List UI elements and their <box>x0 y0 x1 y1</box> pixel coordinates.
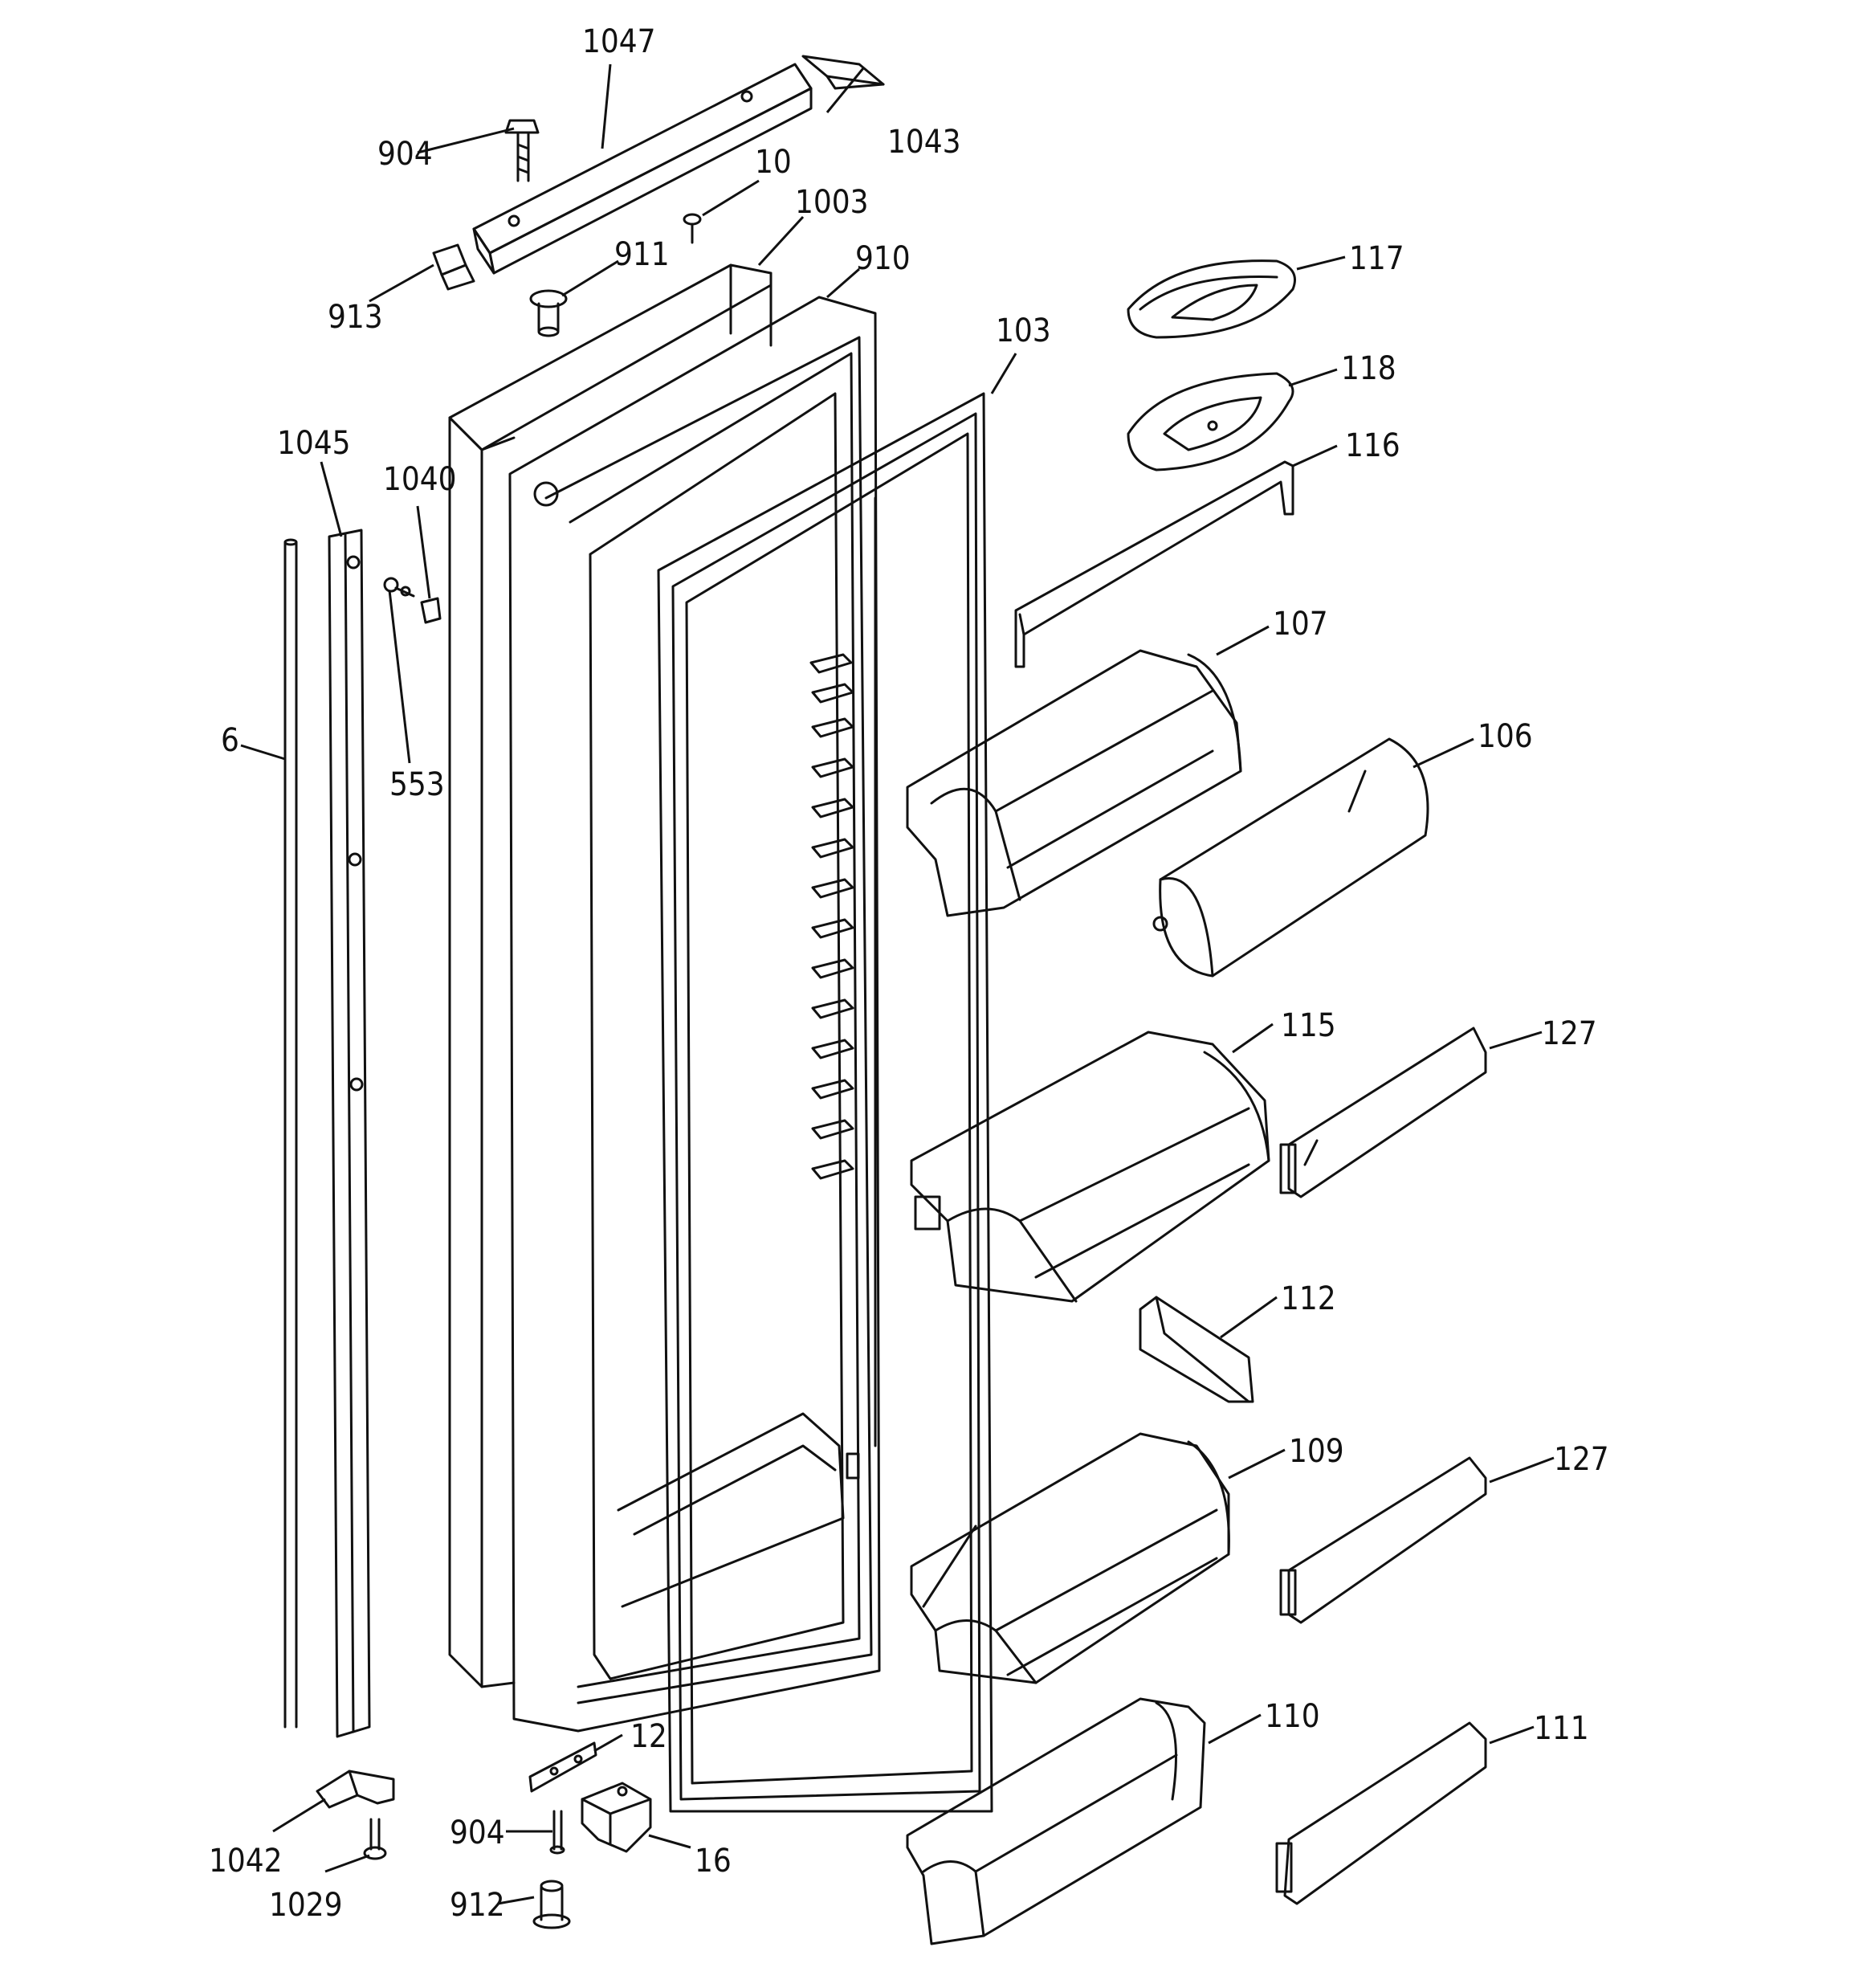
part-110-door-bin <box>906 1697 1206 1945</box>
callout-6: 6 <box>221 722 239 759</box>
part-107-door-bin <box>906 649 1242 917</box>
callout-127: 127 <box>1542 1015 1597 1052</box>
part-127-bin-front-lower <box>1279 1456 1487 1624</box>
part-904-screw-lower <box>549 1810 565 1855</box>
part-117-cover <box>1127 259 1296 339</box>
part-111-bin-front <box>1275 1721 1487 1905</box>
part-904-bolt-top <box>504 119 540 182</box>
callout-1045: 1045 <box>277 425 351 462</box>
callout-112: 112 <box>1281 1280 1336 1317</box>
part-116-rail <box>1014 460 1294 668</box>
callout-118: 118 <box>1341 350 1396 387</box>
part-1045-channel <box>328 529 371 1738</box>
callout-110: 110 <box>1265 1698 1320 1735</box>
part-1043-bracket <box>801 55 885 90</box>
callout-109: 109 <box>1289 1433 1344 1470</box>
callout-1042: 1042 <box>209 1843 283 1880</box>
part-109-door-bin <box>910 1432 1230 1684</box>
callout-912: 912 <box>450 1887 505 1924</box>
callout-1040: 1040 <box>383 461 457 498</box>
callout-117: 117 <box>1349 240 1404 277</box>
callout-1029: 1029 <box>269 1887 343 1924</box>
liner-shelf-supports <box>809 653 854 1180</box>
callout-904: 904 <box>450 1815 505 1851</box>
callout-127: 127 <box>1554 1441 1609 1478</box>
part-112-clip <box>1139 1296 1254 1403</box>
part-913-clip <box>432 243 475 291</box>
callout-111: 111 <box>1534 1710 1589 1747</box>
part-910-door-liner <box>508 296 881 1733</box>
part-127-bin-front-upper <box>1279 1027 1487 1198</box>
callout-10: 10 <box>755 144 792 181</box>
part-1047-hinge-cover <box>472 63 813 275</box>
part-103-door-gasket <box>657 392 993 1813</box>
callout-115: 115 <box>1281 1007 1336 1044</box>
part-10-screw <box>683 213 702 244</box>
callout-106: 106 <box>1478 718 1533 755</box>
callout-904: 904 <box>377 136 433 173</box>
part-6-rod <box>283 538 298 1729</box>
callout-1047: 1047 <box>582 23 656 60</box>
part-16-lower-hinge <box>581 1782 652 1853</box>
callout-913: 913 <box>328 299 383 336</box>
callout-107: 107 <box>1273 606 1328 643</box>
callout-12: 12 <box>630 1718 667 1755</box>
callout-911: 911 <box>614 236 670 273</box>
part-1003-door-outer-shell <box>448 263 773 1688</box>
part-115-door-bin <box>910 1031 1270 1303</box>
part-553-screw <box>383 577 415 598</box>
part-1040-fastener <box>420 597 442 624</box>
part-106-bin-cover <box>1152 737 1429 978</box>
part-911-bushing <box>529 289 568 337</box>
part-912-bushing <box>532 1880 571 1929</box>
part-118-bin <box>1127 372 1294 471</box>
part-12-bracket <box>528 1741 597 1793</box>
callout-103: 103 <box>996 312 1051 349</box>
callout-910: 910 <box>855 240 911 277</box>
callout-1043: 1043 <box>887 124 961 161</box>
callout-116: 116 <box>1345 427 1400 464</box>
callout-1003: 1003 <box>795 184 869 221</box>
callout-labels: 1047 1043 904 10 1003 911 910 913 103 11… <box>209 23 1609 1924</box>
part-1029-screw <box>363 1818 387 1860</box>
part-1042-bracket <box>316 1770 395 1809</box>
leader-lines <box>240 63 1555 1905</box>
callout-16: 16 <box>695 1843 732 1880</box>
callout-553: 553 <box>389 766 445 803</box>
